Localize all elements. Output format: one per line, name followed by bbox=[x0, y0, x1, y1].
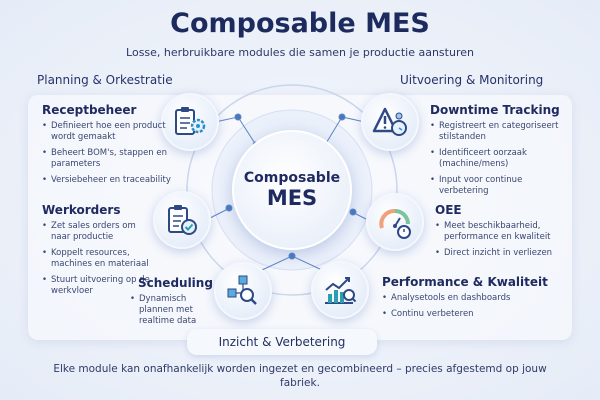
section-left-heading: Planning & Orkestratie bbox=[37, 73, 173, 87]
section-bottom-heading: Inzicht & Verbetering bbox=[187, 329, 377, 355]
performance-node[interactable] bbox=[311, 261, 369, 319]
bullet: Identificeert oorzaak (machine/mens) bbox=[430, 148, 565, 170]
oee-block: OEE Meet beschikbaarheid, performance en… bbox=[435, 203, 570, 264]
bullet: Registreert en categoriseert stilstanden bbox=[430, 121, 565, 143]
werkorders-node[interactable] bbox=[153, 191, 211, 249]
bullet: Definieert hoe een product wordt gemaakt bbox=[42, 121, 177, 143]
bullet: Beheert BOM's, stappen en parameters bbox=[42, 148, 177, 170]
bullet: Stuurt uitvoering op de werkvloer bbox=[42, 275, 152, 297]
center-label: Composable bbox=[243, 170, 341, 186]
section-right-heading: Uitvoering & Monitoring bbox=[400, 73, 544, 87]
cubes-search-icon bbox=[227, 275, 257, 305]
module-title: Downtime Tracking bbox=[430, 103, 560, 117]
scheduling-block: Scheduling Dynamisch plannen met realtim… bbox=[130, 276, 213, 332]
chart-analytics-icon bbox=[325, 277, 357, 304]
downtime-block: Downtime Tracking Registreert en categor… bbox=[430, 103, 565, 202]
footer-text: Elke module kan onafhankelijk worden ing… bbox=[53, 363, 547, 389]
center-hub: Composable MES bbox=[232, 130, 352, 250]
werkorders-block: Werkorders Zet sales orders om naar prod… bbox=[42, 203, 152, 302]
bullet: Analysetools en dashboards bbox=[382, 293, 562, 304]
module-title: Scheduling bbox=[138, 276, 213, 290]
oee-node[interactable] bbox=[366, 193, 424, 251]
module-title: Performance & Kwaliteit bbox=[382, 275, 548, 289]
scheduling-node[interactable] bbox=[214, 262, 272, 320]
module-title: Receptbeheer bbox=[42, 103, 137, 117]
performance-block: Performance & Kwaliteit Analysetools en … bbox=[382, 275, 562, 325]
bullet: Input voor continue verbetering bbox=[430, 175, 565, 197]
gauge-icon bbox=[379, 209, 411, 239]
page-title: Composable MES bbox=[170, 8, 430, 39]
module-title: OEE bbox=[435, 203, 462, 217]
bullet: Dynamisch plannen met realtime data bbox=[130, 294, 210, 327]
bullet: Koppelt resources, machines en materiaal bbox=[42, 248, 152, 270]
bullet: Versiebeheer en traceability bbox=[42, 175, 177, 186]
module-title: Werkorders bbox=[42, 203, 121, 217]
page-subtitle: Losse, herbruikbare modules die samen je… bbox=[126, 46, 474, 59]
warning-stopwatch-icon bbox=[372, 107, 407, 136]
bullet: Continu verbeteren bbox=[382, 309, 562, 320]
bullet: Zet sales orders om naar productie bbox=[42, 221, 152, 243]
bullet: Direct inzicht in verliezen bbox=[435, 248, 570, 259]
receptbeheer-block: Receptbeheer Definieert hoe een product … bbox=[42, 103, 177, 191]
center-label-mes: MES bbox=[266, 186, 318, 210]
clipboard-check-icon bbox=[168, 205, 197, 235]
bullet: Meet beschikbaarheid, performance en kwa… bbox=[435, 221, 570, 243]
downtime-node[interactable] bbox=[361, 93, 419, 151]
clipboard-gear-icon bbox=[175, 107, 206, 135]
